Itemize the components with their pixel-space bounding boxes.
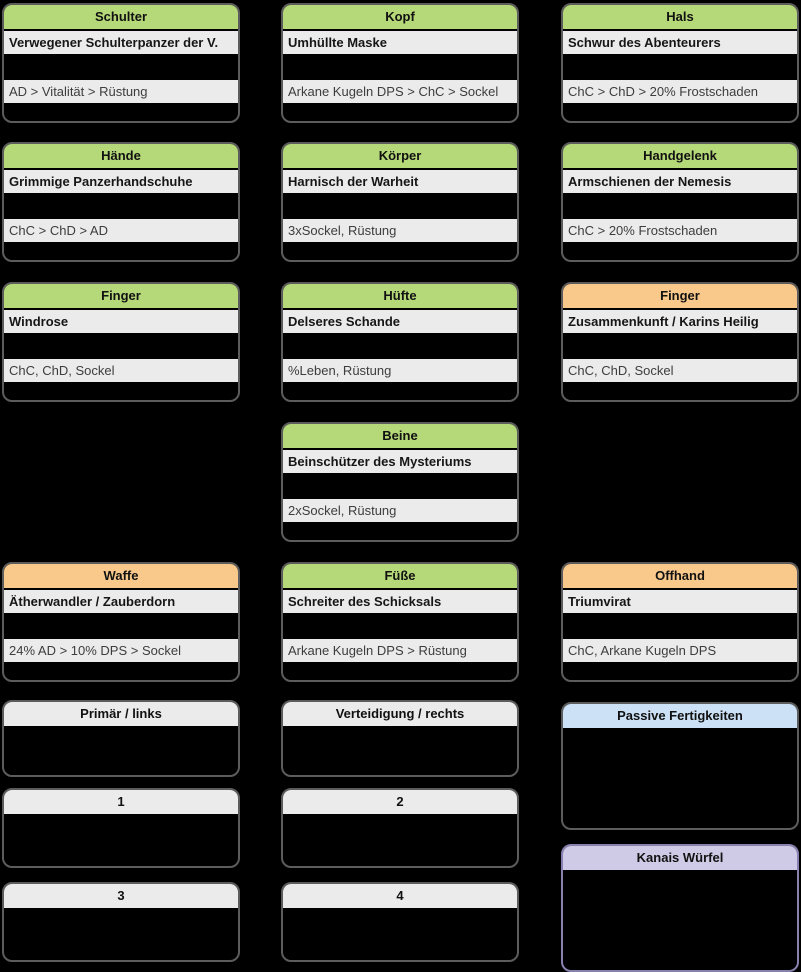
item-name: Windrose [4,310,238,333]
passive-skills-card: Passive Fertigkeiten [561,702,799,830]
item-stats: ChC > 20% Frostschaden [563,219,797,242]
skill-card-header: Verteidigung / rechts [283,702,517,728]
item-name: Beinschützer des Mysteriums [283,450,517,473]
spacer [283,333,517,359]
equipment-card-hals: Hals Schwur des Abenteurers ChC > ChD > … [561,3,799,123]
item-stats: Arkane Kugeln DPS > Rüstung [283,639,517,662]
equipment-card-handgelenk: Handgelenk Armschienen der Nemesis ChC >… [561,142,799,262]
item-name: Schwur des Abenteurers [563,31,797,54]
equipment-card-fuesse: Füße Schreiter des Schicksals Arkane Kug… [281,562,519,682]
equipment-card-haende: Hände Grimmige Panzerhandschuhe ChC > Ch… [2,142,240,262]
spacer [283,473,517,499]
spacer [563,54,797,80]
skill-slot-2: 2 [281,788,519,868]
kanai-cube-card: Kanais Würfel [561,844,799,972]
spacer [563,333,797,359]
slot-header: Füße [283,564,517,590]
item-name: Armschienen der Nemesis [563,170,797,193]
passive-skills-header: Passive Fertigkeiten [563,704,797,730]
equipment-card-beine: Beine Beinschützer des Mysteriums 2xSock… [281,422,519,542]
item-stats: 2xSockel, Rüstung [283,499,517,522]
item-stats: ChC > ChD > 20% Frostschaden [563,80,797,103]
skill-slot-header: 3 [4,884,238,910]
spacer [4,54,238,80]
item-name: Harnisch der Warheit [283,170,517,193]
item-name: Grimmige Panzerhandschuhe [4,170,238,193]
equipment-card-offhand: Offhand Triumvirat ChC, Arkane Kugeln DP… [561,562,799,682]
item-name: Umhüllte Maske [283,31,517,54]
item-stats: %Leben, Rüstung [283,359,517,382]
slot-header: Hände [4,144,238,170]
item-stats: ChC, Arkane Kugeln DPS [563,639,797,662]
item-stats: ChC, ChD, Sockel [4,359,238,382]
skill-slot-header: 2 [283,790,517,816]
slot-header: Finger [563,284,797,310]
slot-header: Finger [4,284,238,310]
slot-header: Kopf [283,5,517,31]
spacer [283,54,517,80]
skill-slot-3: 3 [2,882,240,962]
item-name: Delseres Schande [283,310,517,333]
equipment-card-schulter: Schulter Verwegener Schulterpanzer der V… [2,3,240,123]
skill-slot-header: 4 [283,884,517,910]
spacer [283,613,517,639]
spacer [563,193,797,219]
item-name: Schreiter des Schicksals [283,590,517,613]
item-name: Triumvirat [563,590,797,613]
item-stats: AD > Vitalität > Rüstung [4,80,238,103]
skill-card-defense: Verteidigung / rechts [281,700,519,777]
spacer [4,193,238,219]
slot-header: Offhand [563,564,797,590]
equipment-card-waffe: Waffe Ätherwandler / Zauberdorn 24% AD >… [2,562,240,682]
skill-card-primary: Primär / links [2,700,240,777]
slot-header: Körper [283,144,517,170]
item-stats: ChC > ChD > AD [4,219,238,242]
skill-card-header: Primär / links [4,702,238,728]
equipment-card-kopf: Kopf Umhüllte Maske Arkane Kugeln DPS > … [281,3,519,123]
equipment-card-huefte: Hüfte Delseres Schande %Leben, Rüstung [281,282,519,402]
item-name: Ätherwandler / Zauberdorn [4,590,238,613]
slot-header: Beine [283,424,517,450]
spacer [4,333,238,359]
kanai-cube-header: Kanais Würfel [563,846,797,872]
item-name: Verwegener Schulterpanzer der V. [4,31,238,54]
skill-slot-header: 1 [4,790,238,816]
item-stats: 3xSockel, Rüstung [283,219,517,242]
slot-header: Schulter [4,5,238,31]
slot-header: Waffe [4,564,238,590]
item-stats: Arkane Kugeln DPS > ChC > Sockel [283,80,517,103]
slot-header: Handgelenk [563,144,797,170]
equipment-card-finger-rechts: Finger Zusammenkunft / Karins Heilig ChC… [561,282,799,402]
skill-slot-4: 4 [281,882,519,962]
item-stats: 24% AD > 10% DPS > Sockel [4,639,238,662]
spacer [563,613,797,639]
item-stats: ChC, ChD, Sockel [563,359,797,382]
equipment-card-finger-links: Finger Windrose ChC, ChD, Sockel [2,282,240,402]
item-name: Zusammenkunft / Karins Heilig [563,310,797,333]
slot-header: Hals [563,5,797,31]
spacer [4,613,238,639]
skill-slot-1: 1 [2,788,240,868]
equipment-card-koerper: Körper Harnisch der Warheit 3xSockel, Rü… [281,142,519,262]
spacer [283,193,517,219]
slot-header: Hüfte [283,284,517,310]
